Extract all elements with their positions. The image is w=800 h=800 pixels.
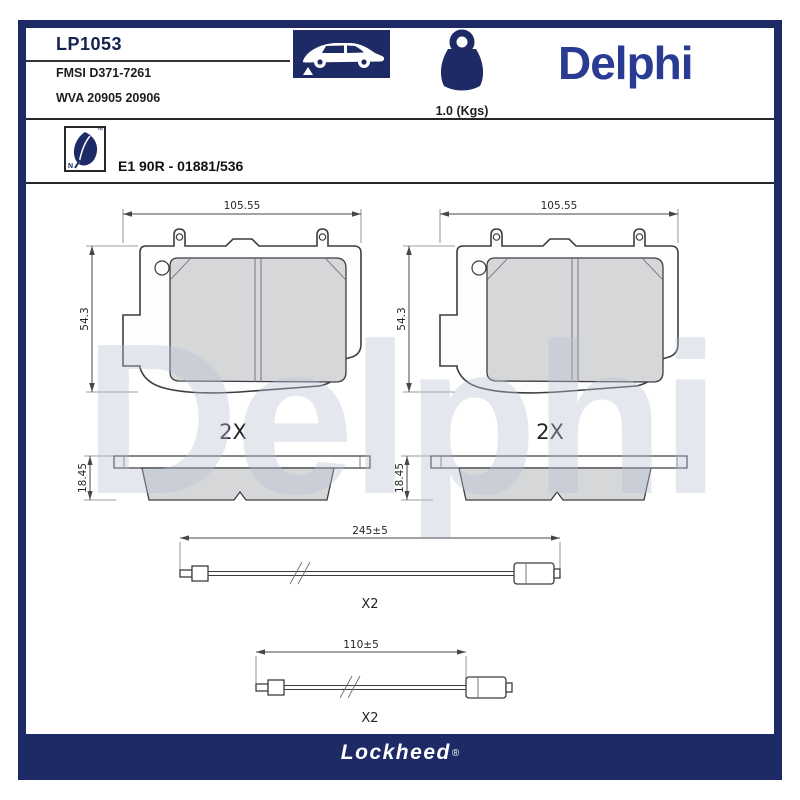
backplate-edge [113, 455, 371, 469]
sensor-quantity-label: X2 [361, 711, 378, 726]
friction-material [486, 257, 664, 383]
section-divider [26, 182, 774, 184]
sensor-quantity-label: X2 [361, 597, 378, 612]
weight-icon [434, 28, 490, 107]
wear-sensor-short: 110±5 X2 [240, 638, 540, 735]
sensor-body [513, 562, 555, 585]
height-dimension-label: 54.3 [396, 307, 408, 330]
mounting-hole [471, 260, 487, 276]
quantity-label-right: 2X [536, 420, 564, 444]
friction-edge [141, 467, 335, 501]
side-view-left: 18.45 [77, 442, 388, 525]
width-dimension-label: 105.55 [224, 200, 261, 212]
sensor-tip [553, 568, 561, 579]
weight-value: 1.0 (Kgs) [435, 104, 489, 118]
eco-certification-box: ™ N [64, 126, 106, 172]
sensor-pin [179, 569, 193, 578]
direction-triangle-icon [303, 67, 313, 75]
mounting-hole [154, 260, 170, 276]
leaf-icon [73, 132, 98, 169]
header-divider-short [26, 60, 290, 62]
sensor-length-label: 110±5 [343, 639, 379, 651]
quantity-label-left: 2X [219, 420, 247, 444]
vehicle-icon-box [293, 30, 390, 78]
sensor-length-label: 245±5 [352, 525, 388, 537]
footer-bar: Lockheed ® [26, 734, 774, 772]
sensor-tip [505, 682, 513, 693]
car-icon [293, 30, 390, 78]
front-view-right: 105.55 54.3 [395, 196, 705, 416]
header-divider [26, 118, 774, 120]
thickness-dimension-label: 18.45 [78, 463, 89, 493]
trademark-mark: ™ [97, 128, 103, 134]
lockheed-logo: Lockheed [340, 741, 451, 764]
delphi-logo: Delphi [558, 37, 694, 89]
side-view-right: 18.45 [394, 442, 705, 525]
friction-edge [458, 467, 652, 501]
front-view-left: 105.55 54.3 [78, 196, 388, 416]
backplate-edge [430, 455, 688, 469]
sensor-body [465, 676, 507, 699]
thickness-dimension-label: 18.45 [395, 463, 406, 493]
sensor-pin [255, 683, 269, 692]
height-dimension-label: 54.3 [79, 307, 91, 330]
wear-sensor-long: 245±5 X2 [162, 524, 582, 621]
width-dimension-label: 105.55 [541, 200, 578, 212]
sensor-connector [191, 565, 209, 582]
sensor-connector [267, 679, 285, 696]
friction-material [169, 257, 347, 383]
spec-sheet-frame: LP1053 FMSI D371-7261 WVA 20905 20906 [18, 20, 782, 780]
wva-reference: WVA 20905 20906 [56, 91, 161, 105]
part-number: LP1053 [56, 34, 123, 54]
fmsi-reference: FMSI D371-7261 [56, 66, 152, 80]
eco-letter: N [68, 163, 74, 170]
ece-approval-number: E1 90R - 01881/536 [118, 158, 244, 174]
registered-mark: ® [451, 747, 460, 759]
